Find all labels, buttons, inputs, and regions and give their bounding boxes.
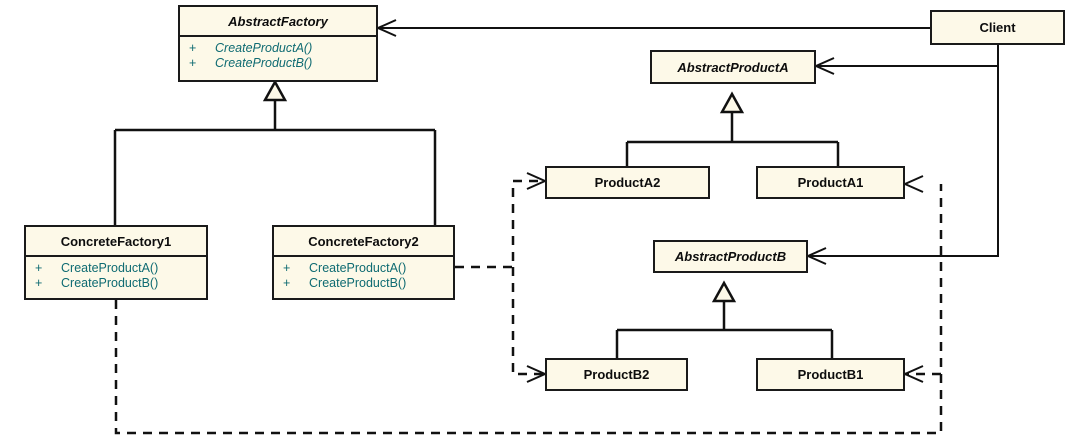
- visibility-marker: +: [283, 276, 291, 290]
- visibility-marker: +: [35, 276, 43, 290]
- generalization-product-a: [625, 91, 840, 166]
- association-client-abstractfactory: [375, 19, 930, 37]
- class-title-client: Client: [979, 20, 1016, 35]
- visibility-marker: +: [189, 56, 197, 70]
- member-signature: CreateProductB(): [61, 276, 159, 290]
- member-signature: CreateProductA(): [61, 261, 159, 275]
- class-title-concrete-factory-1: ConcreteFactory1: [60, 234, 172, 249]
- class-box-abstract-product-a[interactable]: AbstractProductA: [650, 50, 816, 84]
- association-client-abstractproductb: [805, 66, 999, 265]
- class-member: + CreateProductB(): [274, 276, 453, 291]
- dependency-concretefactory1-products: [114, 175, 943, 435]
- visibility-marker: +: [35, 261, 43, 275]
- class-title-product-b2: ProductB2: [583, 367, 650, 382]
- member-signature: CreateProductA(): [215, 41, 313, 55]
- class-member: + CreateProductA(): [274, 261, 453, 276]
- visibility-marker: +: [189, 41, 197, 55]
- class-box-product-a2[interactable]: ProductA2: [545, 166, 710, 199]
- class-title-abstract-product-a: AbstractProductA: [677, 60, 789, 75]
- dependency-concretefactory2-products: [455, 172, 548, 383]
- member-signature: CreateProductB(): [215, 56, 313, 70]
- class-box-concrete-factory-2[interactable]: ConcreteFactory2 + CreateProductA() + Crea…: [272, 225, 455, 300]
- association-client-abstractproducta: [813, 45, 999, 75]
- generalization-product-b: [615, 280, 834, 358]
- class-member: + CreateProductA(): [26, 261, 206, 276]
- class-box-product-b2[interactable]: ProductB2: [545, 358, 688, 391]
- class-member: + CreateProductB(): [26, 276, 206, 291]
- class-members-concrete-factory-2: + CreateProductA() + CreateProductB(): [274, 255, 453, 296]
- class-member: + CreateProductA(): [180, 41, 376, 56]
- class-box-concrete-factory-1[interactable]: ConcreteFactory1 + CreateProductA() + Crea…: [24, 225, 208, 300]
- class-box-abstract-product-b[interactable]: AbstractProductB: [653, 240, 808, 273]
- member-signature: CreateProductB(): [309, 276, 407, 290]
- class-box-client[interactable]: Client: [930, 10, 1065, 45]
- class-title-product-b1: ProductB1: [797, 367, 864, 382]
- member-signature: CreateProductA(): [309, 261, 407, 275]
- generalization-factories: [113, 79, 437, 225]
- visibility-marker: +: [283, 261, 291, 275]
- class-members-concrete-factory-1: + CreateProductA() + CreateProductB(): [26, 255, 206, 296]
- class-title-abstract-factory: AbstractFactory: [228, 14, 328, 29]
- class-box-product-a1[interactable]: ProductA1: [756, 166, 905, 199]
- class-title-abstract-product-b: AbstractProductB: [674, 249, 787, 264]
- class-title-product-a1: ProductA1: [797, 175, 864, 190]
- class-title-concrete-factory-2: ConcreteFactory2: [308, 234, 419, 249]
- class-members-abstract-factory: + CreateProductA() + CreateProductB(): [180, 35, 376, 76]
- class-title-product-a2: ProductA2: [594, 175, 661, 190]
- class-box-abstract-factory[interactable]: AbstractFactory + CreateProductA() + Creat…: [178, 5, 378, 82]
- class-member: + CreateProductB(): [180, 56, 376, 71]
- class-box-product-b1[interactable]: ProductB1: [756, 358, 905, 391]
